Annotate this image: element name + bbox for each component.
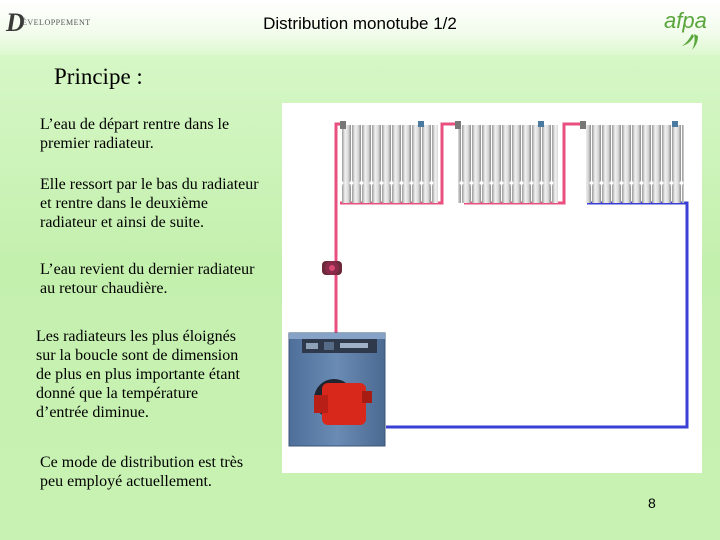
paragraph-depart: L’eau de départ rentre dans le premier r… bbox=[40, 116, 230, 152]
radiator-3 bbox=[580, 121, 684, 203]
logo-small-text: ÉVELOPPEMENT bbox=[22, 18, 91, 27]
section-heading: Principe : bbox=[54, 64, 143, 89]
paragraph-mode: Ce mode de distribution est très peu emp… bbox=[40, 454, 244, 490]
svg-text:afpa: afpa bbox=[664, 8, 707, 33]
slide-title: Distribution monotube 1/2 bbox=[263, 14, 457, 33]
developpement-btp-logo: D ÉVELOPPEMENT bbox=[6, 6, 90, 46]
burner bbox=[322, 383, 366, 425]
boiler bbox=[288, 332, 386, 447]
radiator-2 bbox=[455, 121, 558, 203]
radiator-1 bbox=[340, 121, 438, 203]
return-pipe bbox=[386, 201, 689, 429]
page-number: 8 bbox=[648, 495, 656, 511]
logo-letter: D bbox=[6, 8, 25, 37]
circulator-pump bbox=[322, 261, 342, 275]
diagram-svg bbox=[288, 121, 689, 447]
supply-pipe bbox=[334, 122, 342, 348]
slide-header: D ÉVELOPPEMENT Distribution monotube 1/2… bbox=[0, 0, 720, 55]
afpa-logo: afpa bbox=[664, 8, 707, 50]
paragraph-eloignes: Les radiateurs les plus éloignés sur la … bbox=[36, 328, 240, 421]
paragraph-ressort: Elle ressort par le bas du radiateur et … bbox=[40, 176, 259, 231]
paragraph-retour: L’eau revient du dernier radiateur au re… bbox=[40, 261, 255, 297]
monotube-diagram bbox=[282, 103, 702, 473]
